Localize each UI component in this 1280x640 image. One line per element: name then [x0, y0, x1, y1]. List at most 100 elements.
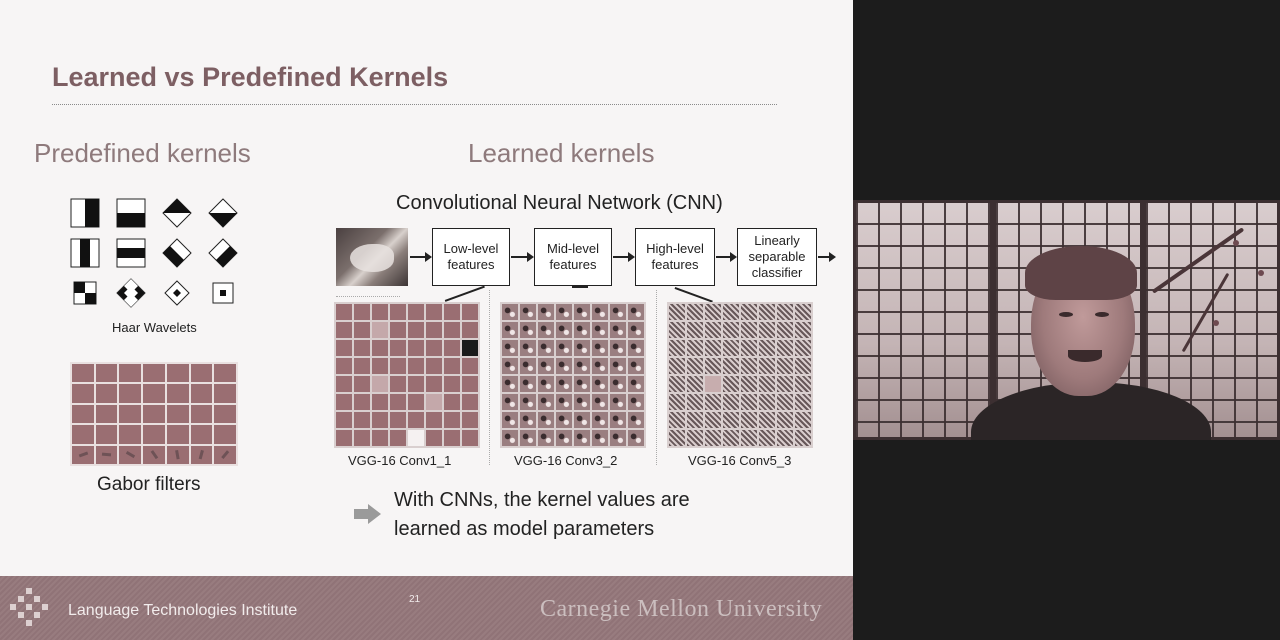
learned-kernel-cell: [741, 394, 757, 410]
learned-kernel-cell: [408, 412, 424, 428]
learned-kernel-cell: [372, 394, 388, 410]
learned-kernel-cell: [687, 322, 703, 338]
learned-kernel-cell: [520, 304, 536, 320]
title-divider: [52, 104, 777, 105]
learned-kernel-cell: [777, 430, 793, 446]
learned-kernel-cell: [777, 394, 793, 410]
learned-kernel-cell: [669, 412, 685, 428]
learned-kernel-cell: [336, 340, 352, 356]
learned-kernel-cell: [741, 322, 757, 338]
learned-kernel-cell: [556, 322, 572, 338]
learned-kernel-cell: [759, 376, 775, 392]
learned-kernel-cell: [408, 376, 424, 392]
learned-kernel-cell: [502, 430, 518, 446]
learned-kernel-cell: [687, 430, 703, 446]
gabor-filter-cell: [190, 404, 213, 424]
haar-kernel: [116, 198, 146, 228]
learned-kernel-cell: [795, 358, 811, 374]
page-number: 21: [409, 594, 421, 605]
learned-kernel-cell: [759, 412, 775, 428]
learned-kernel-cell: [628, 376, 644, 392]
learned-kernel-cell: [795, 304, 811, 320]
gabor-filter-cell: [72, 404, 94, 424]
learned-kernel-cell: [502, 358, 518, 374]
gabor-filter-cell: [143, 384, 165, 403]
learned-kernel-cell: [705, 322, 721, 338]
gabor-filter-cell: [166, 364, 189, 383]
haar-kernel: [116, 238, 146, 268]
learned-kernel-cell: [520, 322, 536, 338]
learned-kernel-cell: [610, 394, 626, 410]
gabor-filter-cell: [119, 384, 142, 403]
high-level-features-box: High-level features: [635, 228, 715, 286]
learned-kernel-cell: [628, 412, 644, 428]
learned-kernel-cell: [520, 340, 536, 356]
speaker-eye: [1095, 312, 1109, 317]
learned-kernel-cell: [687, 412, 703, 428]
gabor-filter-cell: [190, 445, 213, 464]
learned-kernel-cell: [795, 322, 811, 338]
learned-kernel-cell: [592, 394, 608, 410]
learned-kernels-heading: Learned kernels: [468, 138, 655, 168]
learned-kernel-cell: [354, 376, 370, 392]
learned-kernel-cell: [705, 430, 721, 446]
gabor-filter-cell: [166, 384, 189, 403]
dotted-separator: [656, 290, 657, 465]
learned-kernel-cell: [759, 358, 775, 374]
box-label: Mid-level features: [546, 241, 599, 272]
institute-name: Language Technologies Institute: [68, 602, 298, 619]
learned-kernel-cell: [426, 340, 442, 356]
learned-kernel-cell: [462, 304, 478, 320]
learned-kernel-cell: [408, 358, 424, 374]
learned-kernel-cell: [372, 358, 388, 374]
learned-kernel-cell: [354, 322, 370, 338]
gabor-filter-cell: [190, 364, 213, 383]
haar-kernel: [208, 278, 238, 308]
learned-kernel-cell: [592, 412, 608, 428]
gabor-filter-cell: [72, 384, 94, 403]
learned-kernel-cell: [462, 322, 478, 338]
learned-kernel-cell: [777, 322, 793, 338]
learned-kernel-cell: [444, 304, 460, 320]
gabor-filter-cell: [166, 425, 189, 444]
learned-kernel-cell: [354, 394, 370, 410]
gabor-filters-figure: [70, 362, 238, 466]
slide-footer: Language Technologies Institute 21 Carne…: [0, 576, 853, 640]
haar-kernel: [208, 198, 238, 228]
connector-line: [674, 287, 713, 303]
learned-kernel-cell: [723, 376, 739, 392]
learned-kernel-cell: [354, 430, 370, 446]
learned-kernel-cell: [426, 322, 442, 338]
learned-kernel-cell: [538, 304, 554, 320]
haar-kernel: [116, 278, 146, 308]
learned-kernel-cell: [408, 340, 424, 356]
conv1-label: VGG-16 Conv1_1: [348, 453, 452, 468]
gabor-filter-cell: [72, 425, 94, 444]
gabor-filter-cell: [214, 445, 236, 464]
learned-kernel-cell: [795, 340, 811, 356]
learned-kernel-cell: [556, 412, 572, 428]
learned-kernel-cell: [408, 430, 424, 446]
gabor-filter-cell: [72, 445, 94, 464]
university-name: Carnegie Mellon University: [540, 596, 823, 622]
learned-kernel-cell: [628, 304, 644, 320]
learned-kernel-cell: [462, 358, 478, 374]
learned-kernel-cell: [741, 376, 757, 392]
learned-kernel-cell: [592, 430, 608, 446]
cnn-title: Convolutional Neural Network (CNN): [396, 192, 723, 214]
haar-wavelets-label: Haar Wavelets: [112, 320, 197, 335]
learned-kernel-cell: [556, 340, 572, 356]
gabor-filter-cell: [119, 404, 142, 424]
learned-kernel-cell: [628, 394, 644, 410]
learned-kernel-cell: [444, 412, 460, 428]
presentation-slide: Learned vs Predefined Kernels Predefined…: [0, 0, 853, 640]
speaker-mouth: [1068, 350, 1102, 362]
learned-kernel-cell: [336, 412, 352, 428]
classifier-box: Linearly separable classifier: [737, 228, 817, 286]
learned-kernel-cell: [462, 412, 478, 428]
gabor-filters-label: Gabor filters: [97, 474, 201, 495]
learned-kernel-cell: [556, 358, 572, 374]
learned-kernel-cell: [556, 430, 572, 446]
gabor-filter-cell: [119, 425, 142, 444]
flow-arrow: [511, 252, 534, 262]
